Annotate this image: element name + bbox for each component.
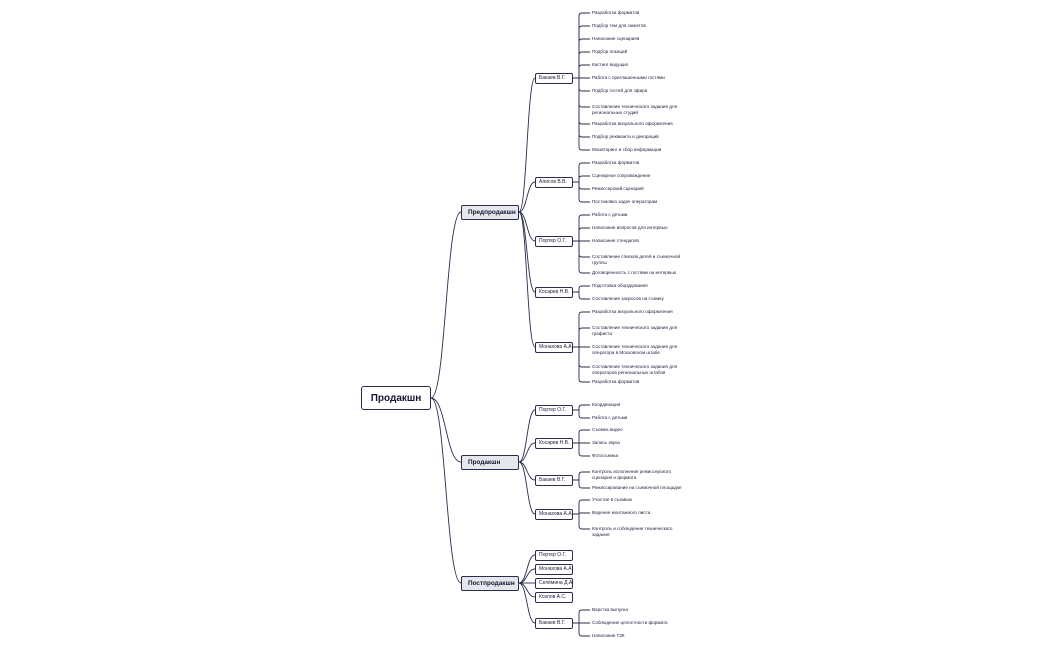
task-item[interactable]: Работа с детьми [592,212,628,217]
person-node[interactable]: Косарев Н.В. [535,437,573,449]
task-item[interactable]: Составление технического задания для рег… [592,104,678,115]
task-item[interactable]: Разработка форматов [592,10,640,15]
task-item[interactable]: Разработка визуального оформления [592,309,673,314]
person-node[interactable]: Бакаев В.Г. [535,72,573,84]
task-item[interactable]: Подготовка оборудования [592,283,648,288]
task-item[interactable]: Разработка форматов [592,379,640,384]
task-item[interactable]: Постановка задач операторам [592,199,658,204]
task-item[interactable]: Написание ГЗК [592,633,625,638]
task-item[interactable]: Разработка форматов [592,160,640,165]
task-item[interactable]: Сценарное сопровождение [592,173,651,178]
task-item[interactable]: Ведение монтажного листа [592,510,651,515]
task-item[interactable]: Подбор локаций [592,49,628,54]
task-item[interactable]: Написание сценариев [592,36,640,41]
task-item[interactable]: Разработка визуального оформления [592,121,673,126]
task-item[interactable]: Верстка выпуска [592,607,628,612]
person-node[interactable]: Козлов А.С. [535,591,573,603]
person-node[interactable]: Монахова А.А. [535,341,573,353]
task-item[interactable]: Составление запросов на съемку [592,296,664,301]
task-item[interactable]: Работа с приглашенными гостями [592,75,665,80]
person-node[interactable]: Селёмина Д.А. [535,577,574,589]
task-item[interactable]: Мониторинг и сбор информации [592,147,662,152]
branch-node[interactable]: Предпродакшн [461,204,519,220]
task-item[interactable]: Соблюдение целостности формата [592,620,668,625]
task-item[interactable]: Составление технического задания для опе… [592,364,678,375]
task-item[interactable]: Подбор гостей для эфира [592,88,648,93]
task-item[interactable]: Кастинг ведущих [592,62,629,67]
branch-node[interactable]: Продакшн [461,454,519,470]
task-item[interactable]: Договоренность с гостями на интервью [592,270,677,275]
branch-node[interactable]: Постпродакшн [461,575,519,591]
person-node[interactable]: Монахова А.А. [535,563,573,575]
task-item[interactable]: Контроль и соблюдение технического задан… [592,526,673,537]
person-node[interactable]: Косарев Н.В. [535,286,573,298]
task-item[interactable]: Подбор тем для сюжетов [592,23,646,28]
person-node[interactable]: Бакаев В.Г. [535,617,573,629]
task-item[interactable]: Фотосъемка [592,453,619,458]
task-item[interactable]: Подбор реквизита и декораций [592,134,659,139]
task-item[interactable]: Режиссирование на съемочной площадке [592,485,682,490]
root-node[interactable]: Продакшн [361,386,431,410]
task-item[interactable]: Координация [592,402,621,407]
task-item[interactable]: Запись звука [592,440,620,445]
task-item[interactable]: Работа с детьми [592,415,628,420]
task-item[interactable]: Написание вопросов для интервью [592,225,668,230]
task-item[interactable]: Написание стендапов [592,238,639,243]
task-item[interactable]: Участие в съемках [592,497,633,502]
task-item[interactable]: Составление технического задания для опе… [592,344,678,355]
task-item[interactable]: Составление технического задания для гра… [592,325,678,336]
person-node[interactable]: Алисов В.В. [535,176,573,188]
person-node[interactable]: Портер О.Г. [535,404,573,416]
person-node[interactable]: Монахова А.А. [535,508,573,520]
person-node[interactable]: Бакаев В.Г. [535,474,573,486]
person-node[interactable]: Портер О.Г. [535,549,573,561]
task-item[interactable]: Составление списков детей и съемочной гр… [592,254,681,265]
task-item[interactable]: Режиссерский сценарий [592,186,644,191]
task-item[interactable]: Контроль исполнения режиссерского сценар… [592,469,672,480]
task-item[interactable]: Съемка видео [592,427,623,432]
person-node[interactable]: Портер О.Г. [535,235,573,247]
